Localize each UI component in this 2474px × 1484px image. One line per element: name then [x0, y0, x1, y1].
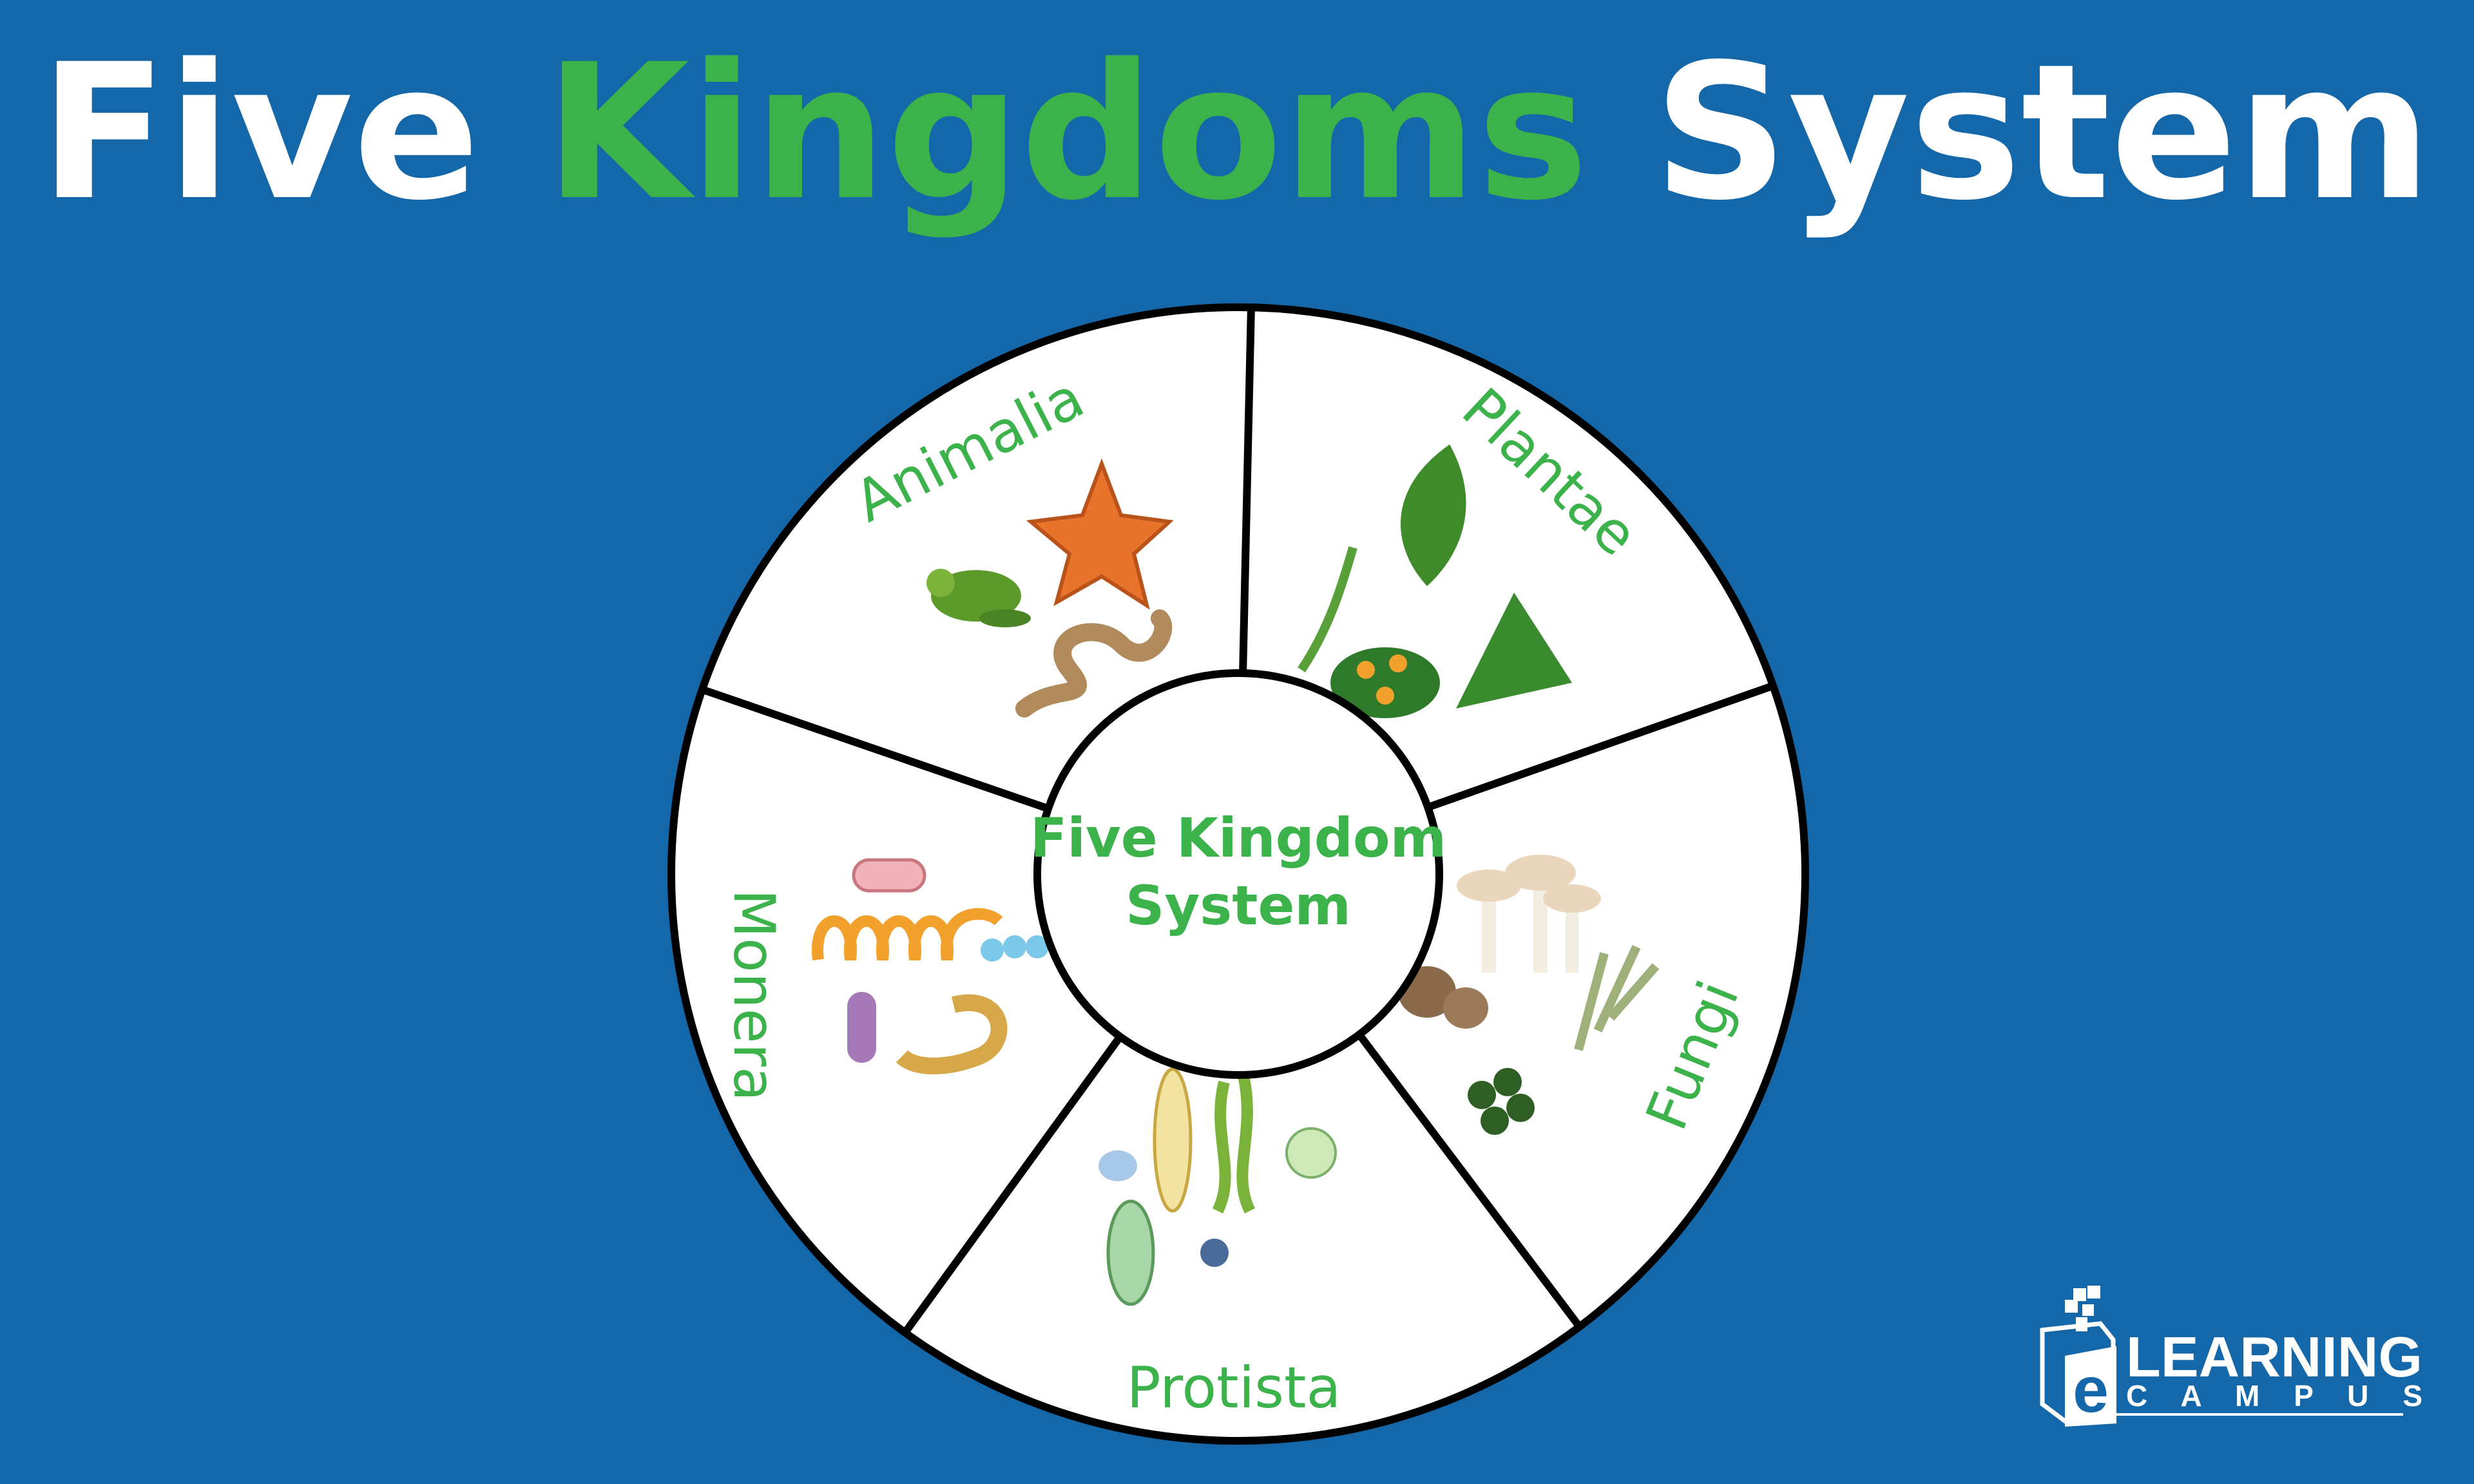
amoeba-icon: [1098, 1150, 1137, 1181]
spirillum-icon: [812, 908, 1003, 961]
mushroom-icon: [1457, 855, 1601, 973]
monera-illustrations: [812, 858, 1049, 1074]
center-title-line1: Five Kingdom: [1030, 806, 1446, 870]
volvox-icon: [1285, 1127, 1337, 1179]
fern-icon: [1400, 444, 1466, 586]
spokes: [700, 307, 1775, 1335]
label-protista: Protista: [1127, 1355, 1341, 1421]
starfish-icon: [1026, 458, 1174, 610]
sector-divider: [1239, 307, 1255, 674]
sector-divider: [901, 1034, 1124, 1335]
label-monera: Monera: [721, 889, 787, 1101]
algae-icon: [1212, 1074, 1256, 1214]
fungi-illustrations: [1398, 855, 1660, 1135]
center-title-line2: System: [1126, 874, 1351, 937]
flowering-shrub-icon: [1330, 647, 1440, 718]
elearning-campus-logo: e LEARNING C A M P U S: [2040, 1286, 2422, 1427]
kingdom-wheel: Five Kingdom System Animalia Plantae Fun…: [667, 303, 1809, 1445]
bacillus-icon: [852, 858, 926, 893]
inner-circle: [1033, 669, 1443, 1079]
animalia-illustrations: [926, 458, 1174, 718]
moss-icon: [1298, 546, 1357, 672]
chain-bacterium-icon: [896, 994, 1008, 1074]
logo-text-learning: LEARNING: [2126, 1325, 2422, 1389]
snake-icon: [1015, 609, 1173, 718]
leafy-plant-icon: [1456, 593, 1572, 709]
svg-text:e: e: [2073, 1354, 2109, 1426]
diatom-icon: [1200, 1239, 1229, 1267]
sector-divider: [1356, 1032, 1583, 1329]
frog-icon: [926, 569, 1031, 627]
paramecium-icon: [1106, 1199, 1155, 1306]
page-title: Five Kingdoms System: [40, 24, 2432, 242]
mold-icon: [1574, 945, 1660, 1051]
rod-bacterium-icon: [847, 992, 876, 1063]
sector-divider: [1426, 682, 1775, 812]
euglena-icon: [1153, 1067, 1193, 1213]
green-algae-cluster-icon: [1468, 1068, 1535, 1135]
plantae-illustrations: [1298, 444, 1572, 718]
streptococcus-icon: [981, 935, 1049, 962]
protista-illustrations: [1098, 1067, 1337, 1306]
sector-divider: [700, 685, 1050, 813]
